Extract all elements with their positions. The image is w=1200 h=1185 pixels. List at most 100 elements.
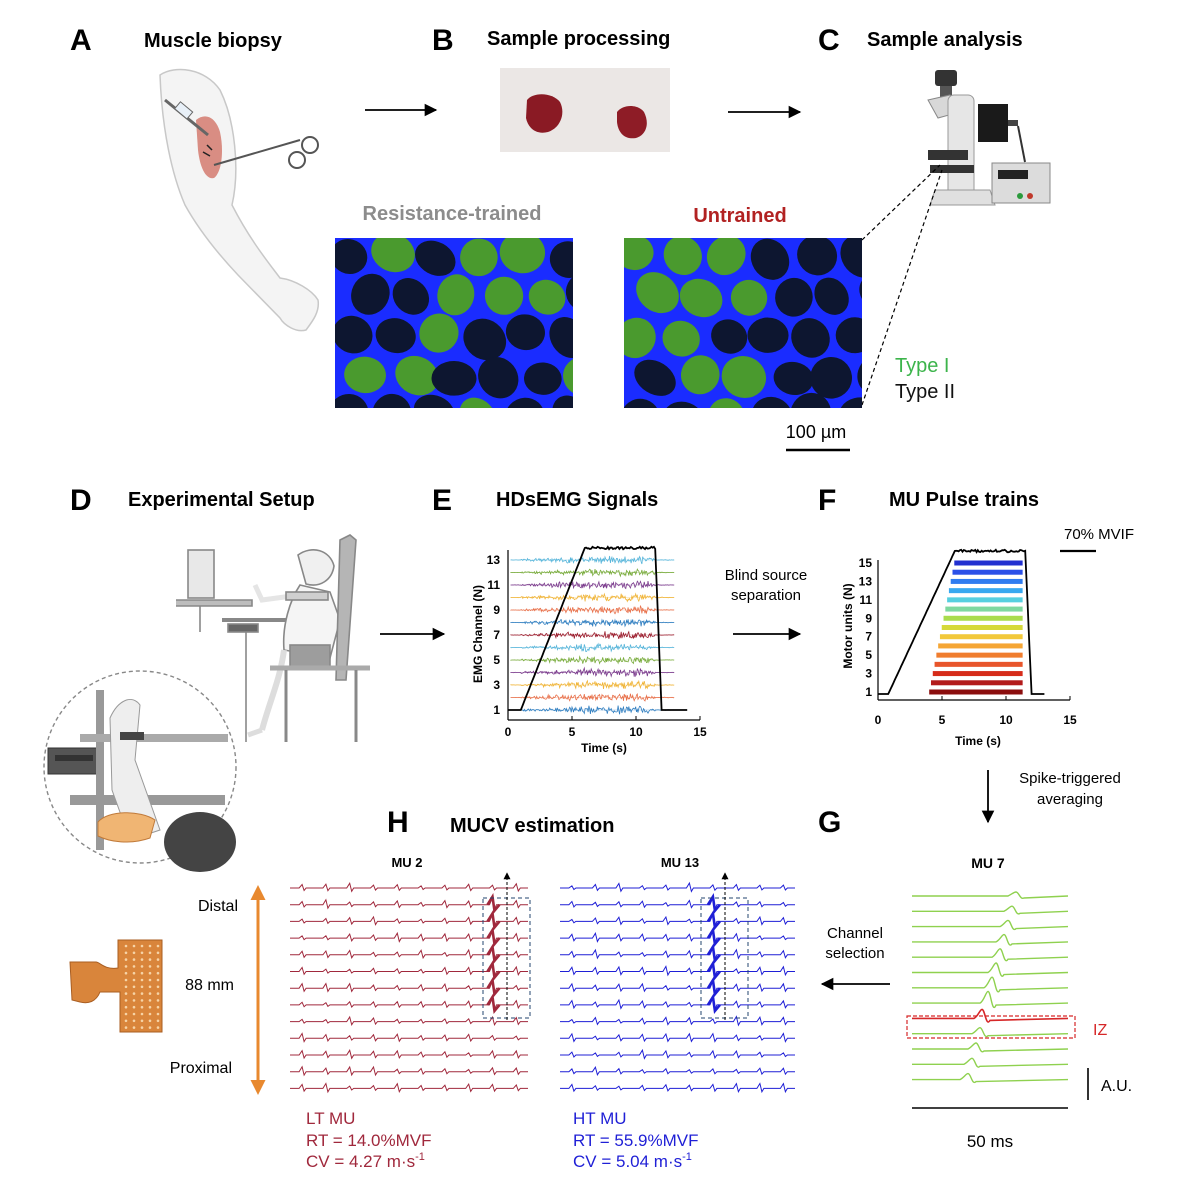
emg-x-axis-label: Time (s) <box>581 741 627 755</box>
type-2-fiber <box>392 278 430 315</box>
type-2-fiber <box>773 361 814 396</box>
electrode-dot <box>132 965 136 968</box>
type-1-fiber <box>459 397 497 408</box>
electrode-dot <box>140 1019 144 1023</box>
mu-pulse-train <box>952 569 1023 575</box>
mucv-trace <box>560 979 795 995</box>
selected-spike <box>486 892 501 914</box>
mucv-trace <box>560 912 795 929</box>
emg-channel-signal <box>510 568 675 578</box>
electrode-dot <box>148 985 152 989</box>
panel-letter-d: D <box>70 484 92 517</box>
mu-pulse-train <box>936 652 1023 658</box>
electrode-dot <box>132 958 136 961</box>
mu-pulse-train <box>939 634 1023 640</box>
electrode-dot <box>156 971 160 975</box>
type-2-fiber <box>351 273 390 315</box>
emg-x-tick: 10 <box>629 725 643 739</box>
type-2-fiber <box>839 397 862 408</box>
emg-y-tick: 5 <box>493 653 500 667</box>
electrode-dot <box>148 944 152 948</box>
mu13-waveform-grid <box>560 881 795 1094</box>
sta-trace <box>912 933 1069 946</box>
electrode-dot <box>156 1019 160 1023</box>
electrode-dot <box>124 965 128 968</box>
selected-spike <box>706 959 721 981</box>
selected-spike <box>486 976 501 998</box>
sta-trace <box>912 1026 1069 1038</box>
emg-channel-signal <box>510 630 675 640</box>
emg-y-tick: 7 <box>493 628 500 642</box>
electrode-dot <box>156 944 160 948</box>
electrode-dot <box>148 978 152 982</box>
selected-spike <box>486 959 501 981</box>
type-2-fiber <box>775 277 813 317</box>
mvif-scale-label: 70% MVIF <box>1064 526 1134 543</box>
legend-type-1: Type I <box>895 355 949 377</box>
selected-spike <box>706 993 721 1014</box>
step-sta-line1: Spike-triggered <box>1019 770 1121 787</box>
type-1-fiber <box>680 355 720 395</box>
emg-channel-signal <box>510 642 675 653</box>
electrode-dot <box>124 978 128 982</box>
lt-mu-cv: CV = 4.27 m·s-1 <box>306 1151 425 1171</box>
electrode-dot <box>132 978 136 982</box>
panel-title-f: MU Pulse trains <box>889 489 1039 511</box>
selected-spike <box>706 892 721 914</box>
mu-y-tick: 1 <box>865 685 872 699</box>
electrode-dot <box>156 985 160 989</box>
type-2-fiber <box>791 318 830 358</box>
step-bss-line1: Blind source <box>725 567 808 584</box>
type-2-fiber <box>375 318 416 354</box>
panel-title-d: Experimental Setup <box>128 489 315 511</box>
type-1-fiber <box>484 276 524 315</box>
step-bss-line2: separation <box>731 587 801 604</box>
mu-y-tick: 3 <box>865 667 872 681</box>
panel-title-e: HDsEMG Signals <box>496 489 658 511</box>
panel-letter-e: E <box>432 484 452 517</box>
mu-x-tick: 15 <box>1063 713 1077 727</box>
type-1-fiber <box>419 313 459 353</box>
mu-pulse-train <box>950 578 1023 584</box>
type-2-fiber <box>431 361 477 396</box>
mucv-trace <box>560 895 795 912</box>
type-1-fiber <box>371 238 415 273</box>
sta-trace <box>912 905 1069 915</box>
lt-mu-type: LT MU <box>306 1109 355 1128</box>
electrode-dot <box>124 985 128 989</box>
mu-y-tick: 5 <box>865 648 872 662</box>
lt-mu-rt: RT = 14.0%MVF <box>306 1131 432 1150</box>
electrode-dot <box>124 944 128 948</box>
mu-x-tick: 5 <box>939 713 946 727</box>
electrode-dot <box>148 1005 152 1009</box>
electrode-dot <box>156 999 160 1002</box>
emg-x-tick: 15 <box>693 725 707 739</box>
mu-x-tick: 10 <box>999 713 1013 727</box>
mucv-trace <box>560 946 795 962</box>
zoom-line-top <box>861 164 941 241</box>
scale-bar-label-100um: 100 µm <box>786 422 846 442</box>
emg-channel-signal <box>510 679 675 690</box>
mucv-trace <box>560 881 795 893</box>
ht-mu-type: HT MU <box>573 1109 627 1128</box>
selected-spike <box>706 926 721 948</box>
electrode-dot <box>124 992 128 995</box>
emg-y-tick: 3 <box>493 678 500 692</box>
electrode-dot <box>124 1026 128 1029</box>
type-2-fiber <box>747 317 789 353</box>
electrode-dot <box>156 965 160 968</box>
sta-waveforms <box>912 891 1069 1084</box>
panel-letter-g: G <box>818 806 841 839</box>
zoom-line-bottom <box>861 169 943 406</box>
mu7-title: MU 7 <box>971 855 1005 871</box>
electrode-dot <box>156 951 160 955</box>
type-2-fiber <box>552 395 573 408</box>
sta-trace <box>912 948 1069 962</box>
electrode-dot <box>124 1012 128 1016</box>
electrode-dot <box>156 1026 160 1029</box>
type-2-fiber <box>463 318 507 361</box>
mu2-waveform-grid <box>290 882 528 1094</box>
electrode-dot <box>132 999 136 1002</box>
mucv-trace <box>560 1048 795 1060</box>
micrograph-untrained <box>624 238 862 408</box>
